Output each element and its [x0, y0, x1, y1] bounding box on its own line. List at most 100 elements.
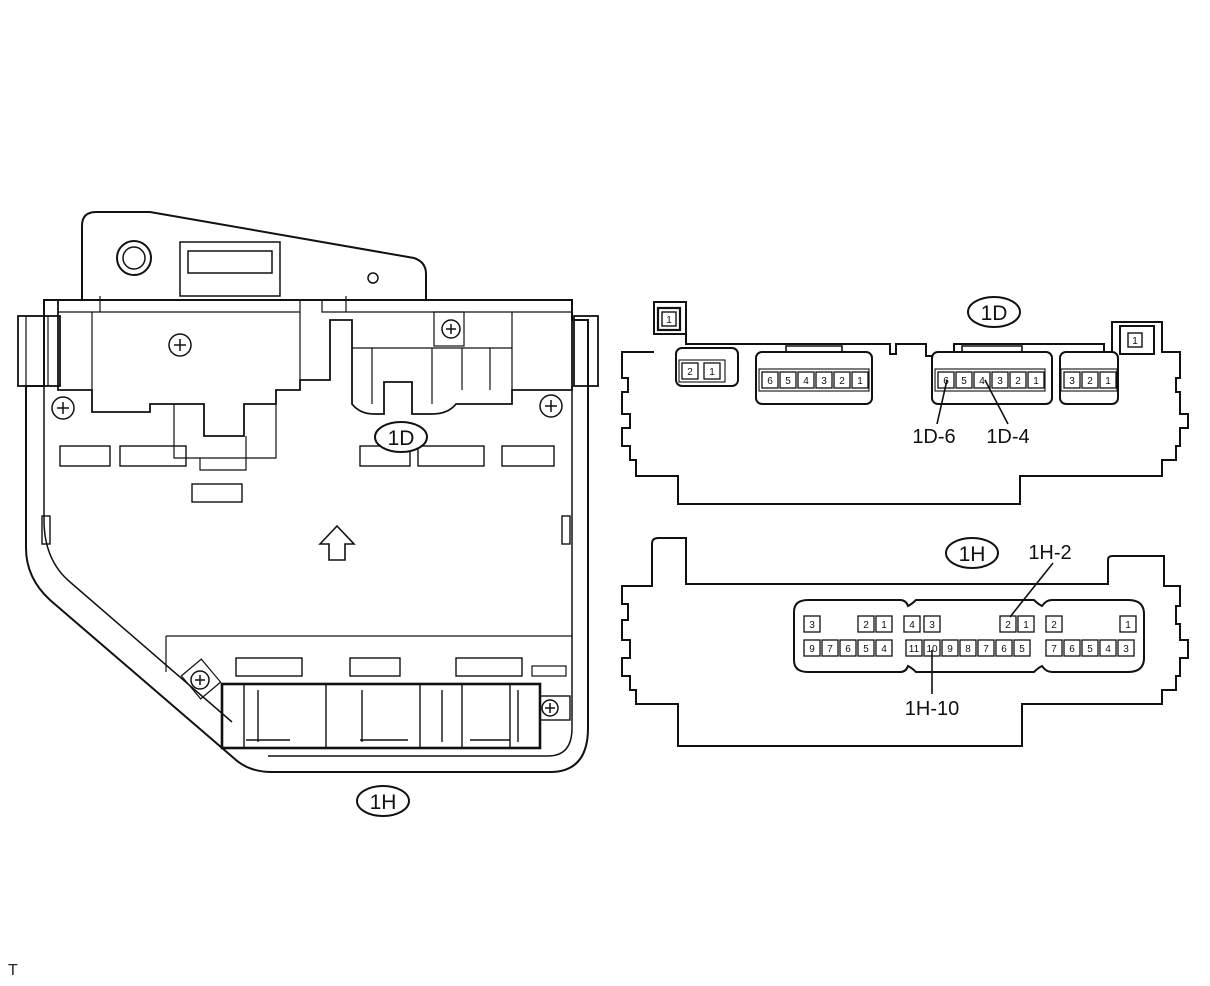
pin-number: 2	[1087, 376, 1093, 387]
pin-number: 7	[1051, 644, 1057, 655]
pin-cell: 3	[803, 615, 821, 633]
pin-cell: 1	[1017, 615, 1035, 633]
pin-cell: 4	[1099, 639, 1117, 657]
pin-cell: 4	[875, 639, 893, 657]
connector-title-1d: 1D	[981, 302, 1008, 325]
oval-label-1d-left: 1D	[388, 427, 415, 450]
pin-number: 2	[839, 376, 845, 387]
pin-cell: 1	[1119, 615, 1137, 633]
bracket-slot	[179, 241, 281, 297]
pin-cell: 2	[857, 615, 875, 633]
connector-1d-face	[621, 301, 1189, 505]
pin-cell: 5	[1081, 639, 1099, 657]
pin-number: 4	[1105, 644, 1111, 655]
oval-label-1h-left: 1H	[370, 791, 397, 814]
pin-number: 1	[709, 367, 715, 378]
pin-cell: 1	[875, 615, 893, 633]
corner-pin-label-right: 1	[1132, 336, 1138, 347]
pin-cell: 2	[833, 371, 851, 389]
pin-number: 4	[909, 620, 915, 631]
pin-number: 6	[767, 376, 773, 387]
up-arrow-icon	[318, 524, 356, 561]
pin-number: 11	[909, 644, 920, 655]
pin-number: 5	[1019, 644, 1025, 655]
pin-number: 2	[1005, 620, 1011, 631]
pin-number: 6	[1001, 644, 1007, 655]
pin-number: 4	[803, 376, 809, 387]
pin-cell: 5	[857, 639, 875, 657]
pin-cell: 7	[1045, 639, 1063, 657]
pin-cell: 11	[905, 639, 923, 657]
callout-oval-1d-right	[967, 296, 1021, 328]
callout-1h-2: 1H-2	[1028, 542, 1071, 564]
connector-title-1h: 1H	[959, 543, 986, 566]
pin-number: 6	[845, 644, 851, 655]
pin-number: 9	[809, 644, 815, 655]
pin-number: 2	[1015, 376, 1021, 387]
pin-number: 1	[857, 376, 863, 387]
pin-number: 4	[979, 376, 985, 387]
connector-1h-pin-housing	[793, 599, 1145, 673]
pin-cell: 4	[973, 371, 991, 389]
junction-box-view	[17, 211, 599, 773]
pin-number: 4	[881, 644, 887, 655]
pin-number: 7	[827, 644, 833, 655]
pin-cell: 1	[851, 371, 869, 389]
pin-number: 6	[1069, 644, 1075, 655]
pin-cell: 2	[1045, 615, 1063, 633]
pin-number: 1	[1033, 376, 1039, 387]
pin-cell: 3	[815, 371, 833, 389]
pin-number: 1	[1023, 620, 1029, 631]
pin-number: 2	[1051, 620, 1057, 631]
pin-cell: 6	[761, 371, 779, 389]
pin-cell: 4	[903, 615, 921, 633]
pin-number: 1	[1105, 376, 1111, 387]
connector-1h-face	[621, 537, 1189, 747]
pin-number: 1	[881, 620, 887, 631]
pin-cell: 8	[959, 639, 977, 657]
pin-cell: 1	[703, 362, 721, 380]
pin-cell: 3	[1063, 371, 1081, 389]
pin-cell: 3	[923, 615, 941, 633]
pin-cell: 9	[803, 639, 821, 657]
pin-number: 8	[965, 644, 971, 655]
pin-cell: 2	[1009, 371, 1027, 389]
pin-cell: 2	[681, 362, 699, 380]
pin-cell: 3	[991, 371, 1009, 389]
callout-1h-10: 1H-10	[905, 698, 959, 720]
callout-oval-1d-left	[374, 421, 428, 453]
pin-number: 5	[863, 644, 869, 655]
pin-cell: 9	[941, 639, 959, 657]
pin-cell: 6	[1063, 639, 1081, 657]
pin-number: 5	[785, 376, 791, 387]
junction-box-body	[25, 299, 589, 773]
pin-cell: 1	[1027, 371, 1045, 389]
pin-number: 5	[1087, 644, 1093, 655]
pin-cell: 2	[1081, 371, 1099, 389]
pin-number: 2	[687, 367, 693, 378]
pin-cell: 6	[995, 639, 1013, 657]
pin-number: 5	[961, 376, 967, 387]
corner-pin-label-left: 1	[666, 315, 672, 326]
pin-number: 3	[997, 376, 1003, 387]
pin-number: 10	[926, 644, 938, 655]
pin-cell: 4	[797, 371, 815, 389]
callout-1d-6: 1D-6	[912, 426, 955, 448]
pin-number: 3	[1069, 376, 1075, 387]
pin-number: 3	[809, 620, 815, 631]
callout-oval-1h-right	[945, 537, 999, 569]
corner-mark: T	[8, 962, 18, 979]
connector-1h-housing	[220, 682, 542, 750]
pin-cell: 5	[779, 371, 797, 389]
pin-number: 3	[821, 376, 827, 387]
pin-cell: 7	[977, 639, 995, 657]
pin-cell: 5	[955, 371, 973, 389]
pin-cell: 7	[821, 639, 839, 657]
pin-number: 1	[1125, 620, 1131, 631]
pin-number: 9	[947, 644, 953, 655]
